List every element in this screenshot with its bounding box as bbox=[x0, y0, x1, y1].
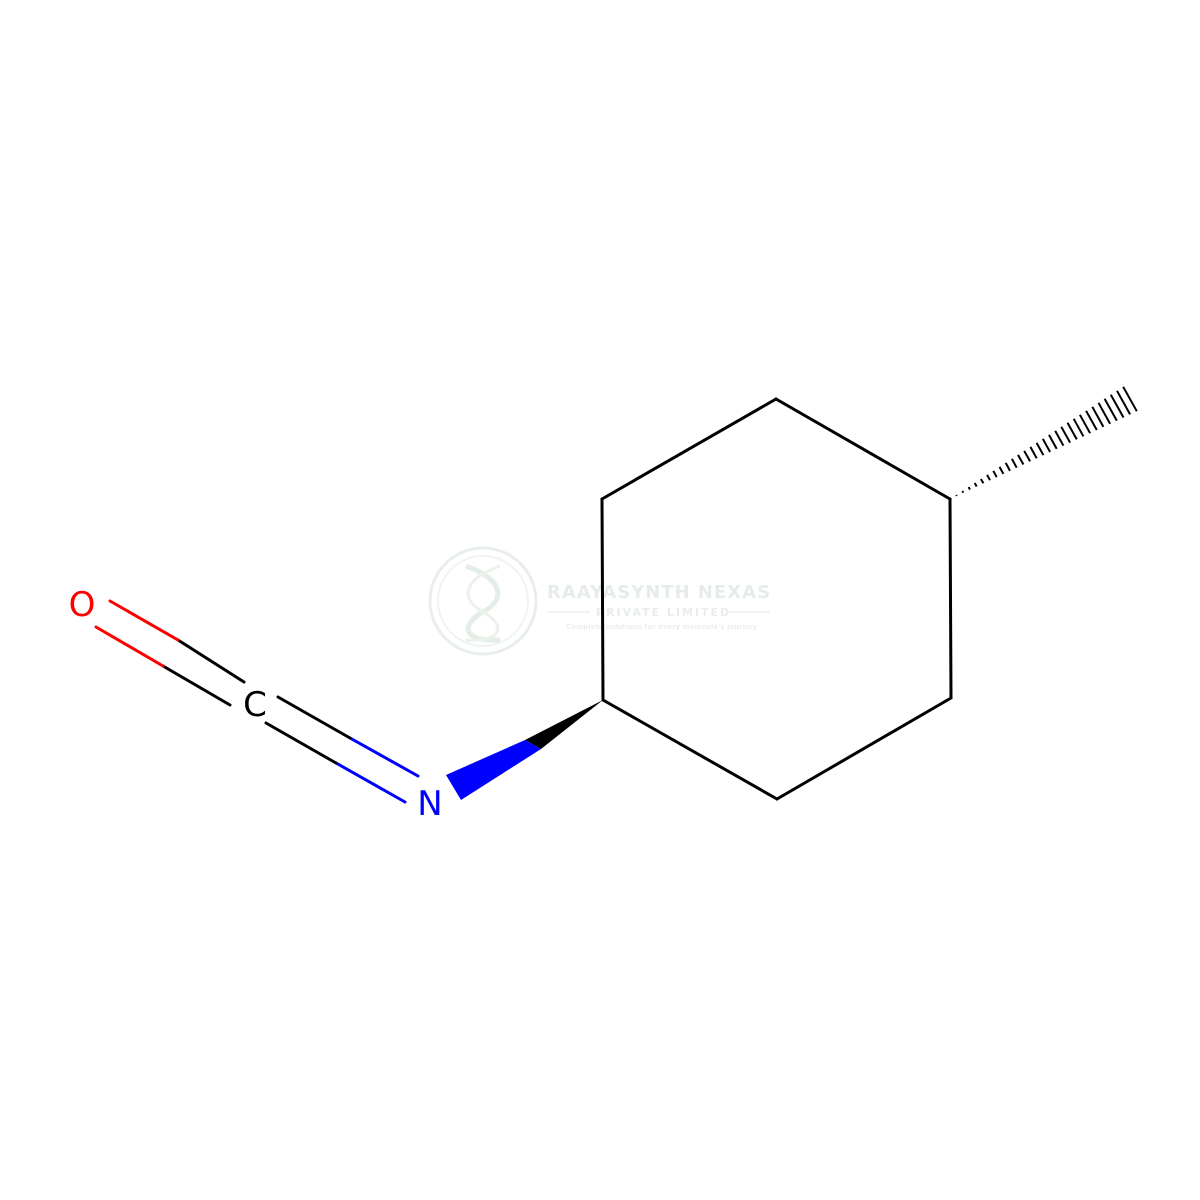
hash-wedge-stroke bbox=[1122, 386, 1138, 412]
co-bond-line-1-carbon-half bbox=[176, 638, 246, 684]
co-bond-line-2-carbon-half bbox=[161, 664, 232, 707]
watermark-tagline: Complete solutions for every molecule's … bbox=[566, 623, 757, 631]
hash-wedge-stroke bbox=[992, 470, 998, 478]
ring-bond-6 bbox=[601, 698, 779, 801]
carbon-oxygen-double-bond bbox=[94, 599, 246, 707]
hash-wedge-stroke bbox=[986, 474, 991, 481]
solid-wedge-bond-nitrogen-part bbox=[446, 740, 541, 800]
methyl-hashed-wedge-bond bbox=[955, 386, 1138, 497]
hash-wedge-stroke bbox=[1004, 462, 1011, 472]
ring-bond-5 bbox=[775, 696, 953, 801]
hash-wedge-stroke bbox=[980, 478, 985, 484]
hash-wedge-stroke bbox=[1011, 458, 1018, 469]
watermark-logo-inner-ring bbox=[437, 555, 529, 647]
atom-label-oxygen: O bbox=[69, 585, 96, 625]
watermark-subtitle: PRIVATE LIMITED bbox=[596, 606, 731, 619]
hash-wedge-stroke bbox=[1109, 394, 1125, 418]
hash-wedge-stroke bbox=[1017, 454, 1025, 465]
hash-wedge-stroke bbox=[1041, 438, 1051, 453]
ring-bond-1 bbox=[600, 497, 605, 702]
hash-wedge-stroke bbox=[967, 486, 971, 491]
hash-wedge-stroke bbox=[1066, 422, 1078, 440]
hash-wedge-stroke bbox=[1103, 398, 1118, 422]
hash-wedge-stroke bbox=[998, 466, 1005, 475]
watermark-logo-ring bbox=[428, 546, 538, 656]
hash-wedge-stroke bbox=[1116, 390, 1131, 415]
nitrogen-carbon-double-bond bbox=[264, 695, 420, 804]
co-bond-line-2-oxygen-half bbox=[94, 625, 165, 668]
watermark: RAAYASYNTH NEXAS PRIVATE LIMITED Complet… bbox=[428, 546, 771, 656]
nc-bond-line-1-nitrogen-half bbox=[348, 736, 420, 778]
nc-bond-line-2-nitrogen-half bbox=[334, 761, 407, 804]
co-bond-line-1-oxygen-half bbox=[108, 599, 180, 642]
atom-label-nitrogen: N bbox=[417, 784, 442, 824]
hash-wedge-stroke bbox=[1048, 434, 1058, 450]
hash-wedge-stroke bbox=[1091, 406, 1105, 428]
hash-wedge-stroke bbox=[1097, 402, 1111, 425]
hash-wedge-stroke bbox=[1060, 426, 1071, 444]
hash-wedge-stroke bbox=[973, 482, 978, 487]
cyclohexane-ring bbox=[600, 397, 953, 801]
nc-bond-line-2-carbon-half bbox=[264, 721, 338, 765]
hash-wedge-stroke bbox=[1072, 418, 1085, 437]
watermark-company-name: RAAYASYNTH NEXAS bbox=[547, 582, 771, 603]
nc-bond-line-1-carbon-half bbox=[276, 695, 352, 740]
hash-wedge-stroke bbox=[961, 490, 965, 494]
hash-wedge-stroke bbox=[1023, 450, 1031, 462]
watermark-dna-helix-strand-icon bbox=[465, 564, 501, 642]
atom-label-carbon: C bbox=[243, 685, 267, 725]
hash-wedge-stroke bbox=[1035, 442, 1045, 456]
hash-wedge-stroke bbox=[955, 494, 958, 497]
ring-bond-3 bbox=[774, 397, 952, 501]
solid-wedge-bond-carbon-part bbox=[525, 700, 603, 749]
hash-wedge-stroke bbox=[1054, 430, 1065, 447]
ring-bond-4 bbox=[948, 497, 953, 700]
hash-wedge-stroke bbox=[1079, 414, 1091, 434]
hash-wedge-stroke bbox=[1085, 410, 1098, 431]
hash-wedge-stroke bbox=[1029, 446, 1038, 459]
ring-bond-2 bbox=[600, 397, 778, 501]
